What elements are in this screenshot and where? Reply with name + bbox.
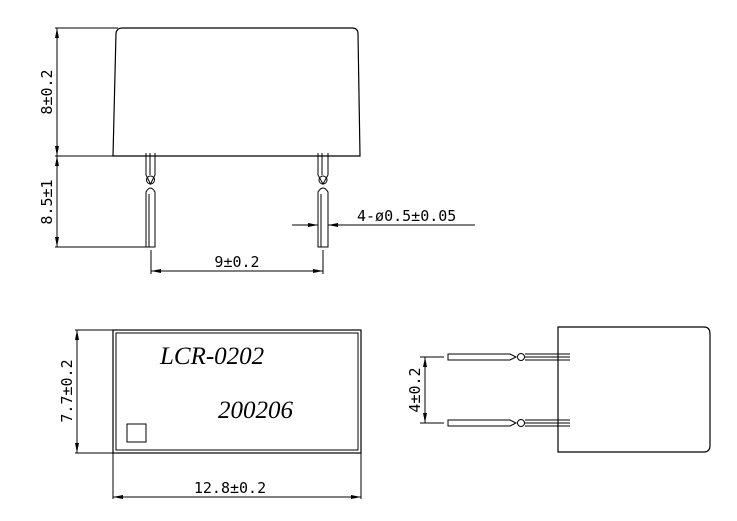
left-pin — [145, 153, 156, 248]
width-dimension: 12.8±0.2 — [194, 479, 266, 497]
body-height-dimension: 8±0.2 — [38, 69, 56, 114]
pin-length-dimension: 8.5±1 — [38, 179, 56, 224]
date-code-marking: 200206 — [218, 397, 294, 424]
pin-diameter-dimension: 4-ø0.5±0.05 — [357, 207, 456, 225]
side-pin-top — [447, 353, 570, 361]
pin-spacing-dimension: 4±0.2 — [406, 367, 424, 412]
right-pin — [317, 153, 329, 248]
top-view: LCR-0202 200206 7.7±0.2 12.8±0.2 — [58, 329, 362, 499]
side-body-outline — [557, 326, 711, 453]
pin-pitch-dimension: 9±0.2 — [214, 253, 259, 271]
front-view: 8±0.2 8.5±1 9±0.2 4-ø0.5±0.05 — [38, 27, 475, 274]
height-dimension: 7.7±0.2 — [58, 359, 76, 422]
side-pin-bottom — [447, 419, 570, 427]
pin1-marker-square — [126, 423, 147, 443]
top-body-outer — [112, 329, 362, 454]
front-body-outline — [112, 27, 361, 157]
top-body-inner — [115, 332, 359, 451]
part-number-marking: LCR-0202 — [159, 343, 264, 370]
side-view: 4±0.2 — [406, 326, 711, 453]
